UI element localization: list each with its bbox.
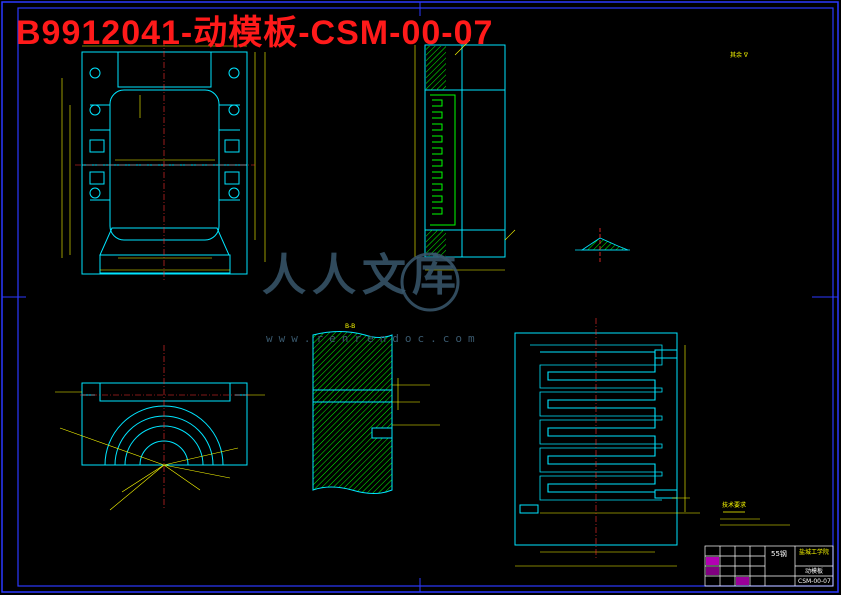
title-block xyxy=(704,545,834,587)
cooling-channel xyxy=(540,351,656,493)
title-block-drawing-no: CSM-00-07 xyxy=(798,578,831,585)
title-block-part-name: 动模板 xyxy=(805,568,824,575)
plate-dims xyxy=(515,345,700,567)
side-section-hatch-top xyxy=(426,46,446,90)
drawing-title: B9912041-动模板-CSM-00-07 xyxy=(16,14,494,52)
side-section-hatch-bottom xyxy=(426,230,446,256)
watermark-emblem xyxy=(400,252,460,312)
broken-section-view xyxy=(312,331,393,494)
section-label: B-B xyxy=(345,323,355,330)
plate-view xyxy=(514,332,678,546)
half-round-centerlines xyxy=(80,345,250,510)
front-view xyxy=(81,51,248,275)
front-view-dims xyxy=(61,45,266,271)
roughness-note: 其余 ∇ xyxy=(730,51,749,59)
title-block-material: 55钢 xyxy=(771,550,787,558)
title-block-highlights xyxy=(706,557,749,585)
front-view-centerlines xyxy=(75,40,255,280)
detail-profile xyxy=(575,228,630,262)
half-round-rays xyxy=(55,391,265,511)
watermark-url: www.renrendoc.com xyxy=(266,332,481,345)
technical-notes xyxy=(720,511,790,526)
title-block-school: 盐城工学院 xyxy=(799,549,830,556)
broken-section-dims xyxy=(392,378,440,426)
watermark-text: 人人文库 xyxy=(262,250,462,301)
side-section-dims xyxy=(414,39,516,271)
technical-notes-title: 技术要求 xyxy=(722,502,747,509)
